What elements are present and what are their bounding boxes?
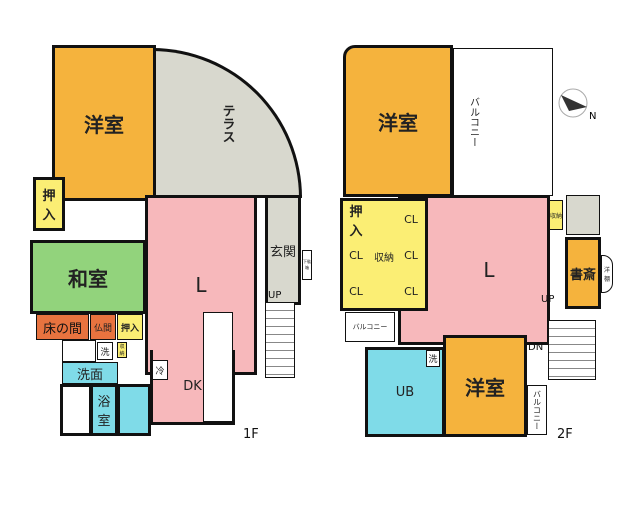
floor-label-1f: 1F [243,427,259,442]
cl-3: CL [404,213,418,226]
shoe-box: 下駄箱 [302,250,312,280]
western-room2-2f: 洋室 [443,335,527,437]
cl-2: CL [349,285,363,298]
stairs-up-label: UP [268,290,282,301]
fridge-1f: 冷 [152,360,168,380]
stairs-2f [548,320,596,380]
dn-label-2f: DN [528,342,544,353]
shelf-2f: 洋棚 [601,255,613,293]
closets-2f: 押入 収納 CL CL CL CL CL [340,198,428,311]
balcony2-2f: バルコニー [527,385,547,435]
compass: N [555,85,597,125]
storage-2f: 収納 [374,252,394,264]
stairs-1f [265,302,295,378]
balcony-2f: バルコニー [453,48,553,196]
closet-2f: 押入 [349,205,363,239]
cl-5: CL [404,285,418,298]
butsuma: 仏間 [90,314,116,340]
bath-1f: 浴室 [90,384,118,436]
sink-1f [62,340,96,362]
washer-1f: 洗 [97,342,113,360]
western-room-1f: 洋室 [52,45,156,201]
storage-1f: 収納 [117,342,127,358]
terrace-1f: テラス [152,48,302,198]
up-label-2f: UP [541,294,555,305]
storage2-2f: 収納 [549,200,563,230]
closet-1f: 押入 [33,177,65,231]
western-room-2f: 洋室 [343,45,453,197]
study-2f: 書斎 [565,237,601,309]
north-label: N [589,111,597,122]
japanese-room-1f: 和室 [30,240,146,314]
washroom-1f: 洗面 [62,362,118,384]
bathtub-1f [60,384,92,436]
tokonoma: 床の間 [36,314,89,340]
entrance-1f: 玄関 [265,195,301,305]
floor-label-2f: 2F [557,427,573,442]
washer-2f: 洗 [426,350,440,367]
toilet-1f [117,384,151,436]
balcony-small-2f: バルコニー [345,312,395,342]
closet2-1f: 押入 [117,314,143,340]
cl-4: CL [404,249,418,262]
cl-1: CL [349,249,363,262]
living-1f: L [145,195,257,375]
void-2f [566,195,600,235]
compass-arrow-icon [558,88,588,118]
kitchen-counter [203,312,233,422]
